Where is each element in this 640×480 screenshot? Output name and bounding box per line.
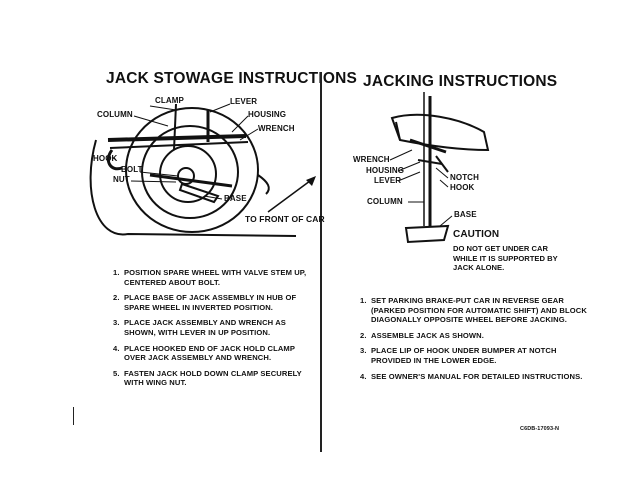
step-text: ASSEMBLE JACK AS SHOWN. xyxy=(371,330,484,340)
label-lever: LEVER xyxy=(230,97,258,106)
stowage-steps: 1.POSITION SPARE WHEEL WITH VALVE STEM U… xyxy=(113,268,318,394)
caution-text: DO NOT GET UNDER CAR WHILE IT IS SUPPORT… xyxy=(453,244,558,273)
step-text: FASTEN JACK HOLD DOWN CLAMP SECURELY WIT… xyxy=(124,368,302,388)
label-clamp: CLAMP xyxy=(155,96,184,105)
label-base-right: BASE xyxy=(454,210,477,219)
step-text: PLACE BASE OF JACK ASSEMBLY IN HUB OF SP… xyxy=(124,293,297,312)
list-item: 4.PLACE HOOKED END OF JACK HOLD CLAMP OV… xyxy=(113,343,295,363)
list-item: 3.PLACE LIP OF HOOK UNDER BUMPER AT NOTC… xyxy=(360,346,557,365)
jacking-instructions-title: JACKING INSTRUCTIONS xyxy=(363,73,558,90)
step-text: POSITION SPARE WHEEL WITH VALVE STEM UP,… xyxy=(124,268,307,287)
margin-mark xyxy=(73,407,74,425)
label-bolt: BOLT xyxy=(121,165,143,174)
label-notch: NOTCH xyxy=(450,173,479,182)
label-base: BASE xyxy=(224,194,247,203)
label-nut: NUT xyxy=(113,175,130,184)
list-item: 3.PLACE JACK ASSEMBLY AND WRENCH AS SHOW… xyxy=(113,318,286,337)
step-text: SEE OWNER'S MANUAL FOR DETAILED INSTRUCT… xyxy=(371,371,583,381)
list-item: 1.POSITION SPARE WHEEL WITH VALVE STEM U… xyxy=(113,268,307,287)
label-hook-right: HOOK xyxy=(450,183,475,192)
list-item: 2.PLACE BASE OF JACK ASSEMBLY IN HUB OF … xyxy=(113,293,297,312)
label-column: COLUMN xyxy=(97,110,133,119)
jack-stowage-title: JACK STOWAGE INSTRUCTIONS xyxy=(106,70,358,87)
part-number: C6DB-17093-N xyxy=(520,426,560,432)
label-housing-right: HOUSING xyxy=(366,166,405,175)
label-column-right: COLUMN xyxy=(367,197,403,206)
label-hook: HOOK xyxy=(93,154,118,163)
step-text: SET PARKING BRAKE-PUT CAR IN REVERSE GEA… xyxy=(371,296,587,325)
step-text: PLACE LIP OF HOOK UNDER BUMPER AT NOTCH … xyxy=(371,346,557,365)
label-lever-right: LEVER xyxy=(374,176,402,185)
list-item: 1.SET PARKING BRAKE-PUT CAR IN REVERSE G… xyxy=(360,296,587,325)
step-text: PLACE JACK ASSEMBLY AND WRENCH AS SHOWN,… xyxy=(124,318,286,337)
list-item: 2.ASSEMBLE JACK AS SHOWN. xyxy=(360,330,484,340)
list-item: 5.FASTEN JACK HOLD DOWN CLAMP SECURELY W… xyxy=(113,368,302,388)
column-divider xyxy=(320,72,322,452)
caution-heading: CAUTION xyxy=(453,229,500,240)
label-wrench: WRENCH xyxy=(258,124,295,133)
label-wrench-right: WRENCH xyxy=(353,155,390,164)
label-to-front-of-car: TO FRONT OF CAR xyxy=(245,214,325,224)
jacking-steps: 1.SET PARKING BRAKE-PUT CAR IN REVERSE G… xyxy=(360,296,590,387)
list-item: 4.SEE OWNER'S MANUAL FOR DETAILED INSTRU… xyxy=(360,371,583,381)
label-housing: HOUSING xyxy=(248,110,287,119)
step-text: PLACE HOOKED END OF JACK HOLD CLAMP OVER… xyxy=(124,343,295,363)
